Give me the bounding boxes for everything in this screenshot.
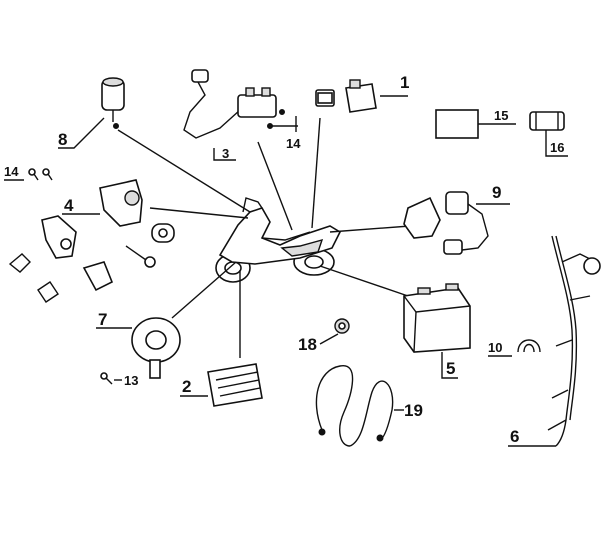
callout-7: 7 xyxy=(98,310,107,329)
callout-1: 1 xyxy=(400,73,409,92)
leader-lines xyxy=(117,117,411,358)
callout-4: 4 xyxy=(64,196,74,215)
callout-5: 5 xyxy=(446,359,455,378)
scooter-illustration xyxy=(215,197,342,283)
callout-6: 6 xyxy=(510,427,519,446)
callout-13: 13 xyxy=(124,373,138,388)
callout-18: 18 xyxy=(298,335,317,354)
callout-14-upper: 14 xyxy=(286,136,301,151)
part-wiring-harness-6 xyxy=(547,235,601,447)
callout-16: 16 xyxy=(550,140,564,155)
part-module-15 xyxy=(435,109,479,139)
part-bolt-13 xyxy=(100,372,113,385)
part-cables-19 xyxy=(315,365,394,447)
part-relay-boxes xyxy=(315,79,377,113)
part-ignition-switch-set xyxy=(8,179,175,303)
part-ignition-coil xyxy=(183,69,277,139)
part-grommet-18 xyxy=(334,318,350,334)
part-screws-left xyxy=(28,168,53,181)
part-regulator-9 xyxy=(403,191,489,255)
part-starter-relay xyxy=(101,77,125,129)
callout-9: 9 xyxy=(492,183,501,202)
callout-14-left: 14 xyxy=(4,164,19,179)
part-fuse-16 xyxy=(529,111,565,131)
part-rectifier-2 xyxy=(207,363,263,407)
part-clamp-10 xyxy=(517,339,541,353)
callout-3: 3 xyxy=(222,146,229,161)
callout-2: 2 xyxy=(182,377,191,396)
part-battery-5 xyxy=(403,283,471,353)
part-horn-7 xyxy=(131,317,181,379)
callout-8: 8 xyxy=(58,130,67,149)
callout-10: 10 xyxy=(488,340,502,355)
callout-15: 15 xyxy=(494,108,508,123)
callout-19: 19 xyxy=(404,401,423,420)
part-screws-upper xyxy=(267,109,298,132)
